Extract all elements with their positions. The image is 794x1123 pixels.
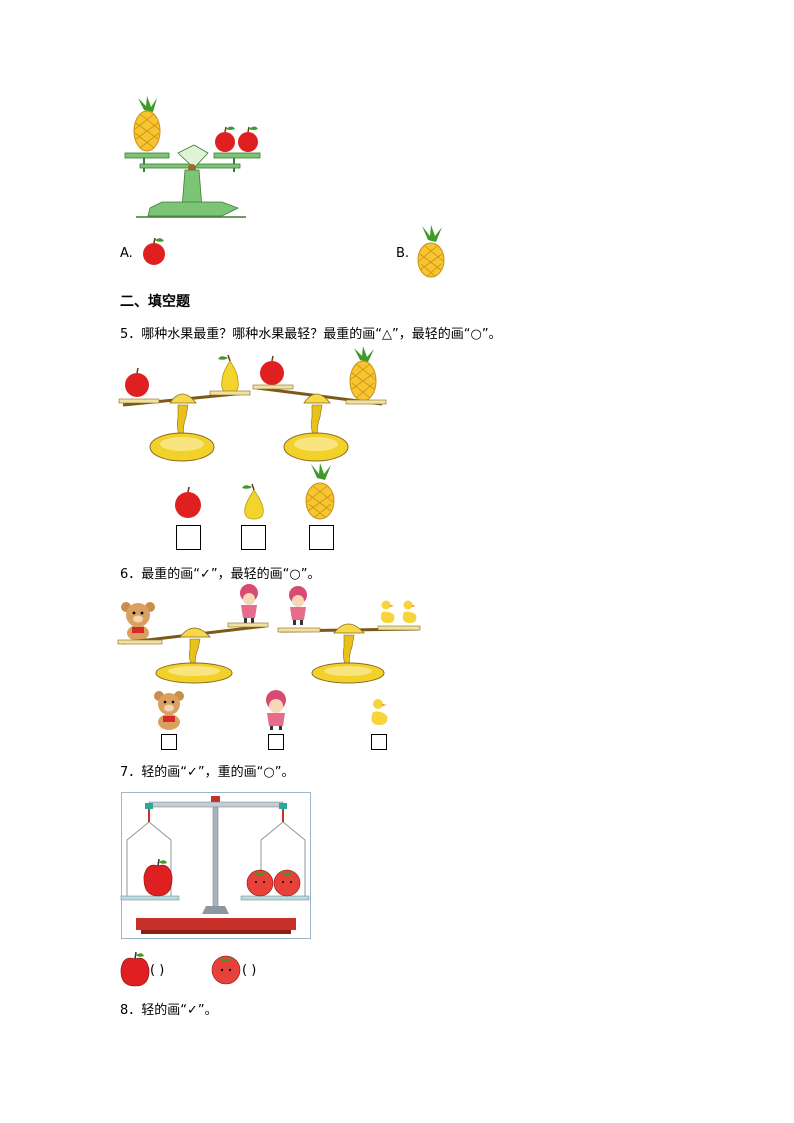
tomato-icon <box>246 869 301 897</box>
green-balance-scale-image <box>124 96 261 218</box>
duck-icon <box>380 600 417 623</box>
apple-answer-blank[interactable]: ( ) <box>150 963 165 978</box>
duck-icon <box>371 699 388 725</box>
girl-doll-icon <box>240 584 258 623</box>
apple-icon <box>215 126 258 152</box>
apple-icon <box>260 355 284 385</box>
girl-doll-icon <box>289 586 307 625</box>
girl-doll-icon <box>266 690 286 730</box>
question-6-prompt: 6．最重的画“✓”，最轻的画“○”。 <box>120 567 321 582</box>
apple-icon <box>120 951 150 987</box>
gold-balance-scale-image-3 <box>117 584 269 684</box>
balance-scale-frame-image <box>120 792 311 939</box>
answer-box-pineapple[interactable] <box>309 525 334 550</box>
answer-box-pear[interactable] <box>241 525 266 550</box>
apple-icon <box>143 237 165 265</box>
question-5-prompt: 5．哪种水果最重？哪种水果最轻？最重的画“△”，最轻的画“○”。 <box>120 327 502 342</box>
pear-icon <box>242 483 264 520</box>
gold-balance-scale-image-2 <box>252 346 387 462</box>
teddy-bear-icon <box>154 691 184 730</box>
answer-box-bear[interactable] <box>161 734 177 750</box>
pineapple-icon <box>349 346 377 402</box>
section-title: 二、填空题 <box>120 294 190 310</box>
question-7-prompt: 7．轻的画“✓”，重的画“○”。 <box>120 765 295 780</box>
answer-box-girl[interactable] <box>268 734 284 750</box>
pear-icon <box>218 354 239 394</box>
apple-icon <box>175 486 201 518</box>
pineapple-icon <box>417 225 445 278</box>
question-8-prompt: 8．轻的画“✓”。 <box>120 1003 218 1018</box>
tomato-answer-blank[interactable]: ( ) <box>242 963 257 978</box>
teddy-bear-icon <box>121 602 155 641</box>
apple-icon <box>143 858 173 897</box>
gold-balance-scale-image-4 <box>277 586 421 684</box>
tomato-icon <box>211 955 241 985</box>
pineapple-icon <box>133 96 161 152</box>
gold-balance-scale-image-1 <box>118 354 251 462</box>
answer-box-duck[interactable] <box>371 734 387 750</box>
apple-icon <box>125 367 149 397</box>
pineapple-icon <box>305 463 335 520</box>
option-b-label: B. <box>396 246 410 261</box>
option-a-label: A. <box>120 246 133 261</box>
answer-box-apple[interactable] <box>176 525 201 550</box>
